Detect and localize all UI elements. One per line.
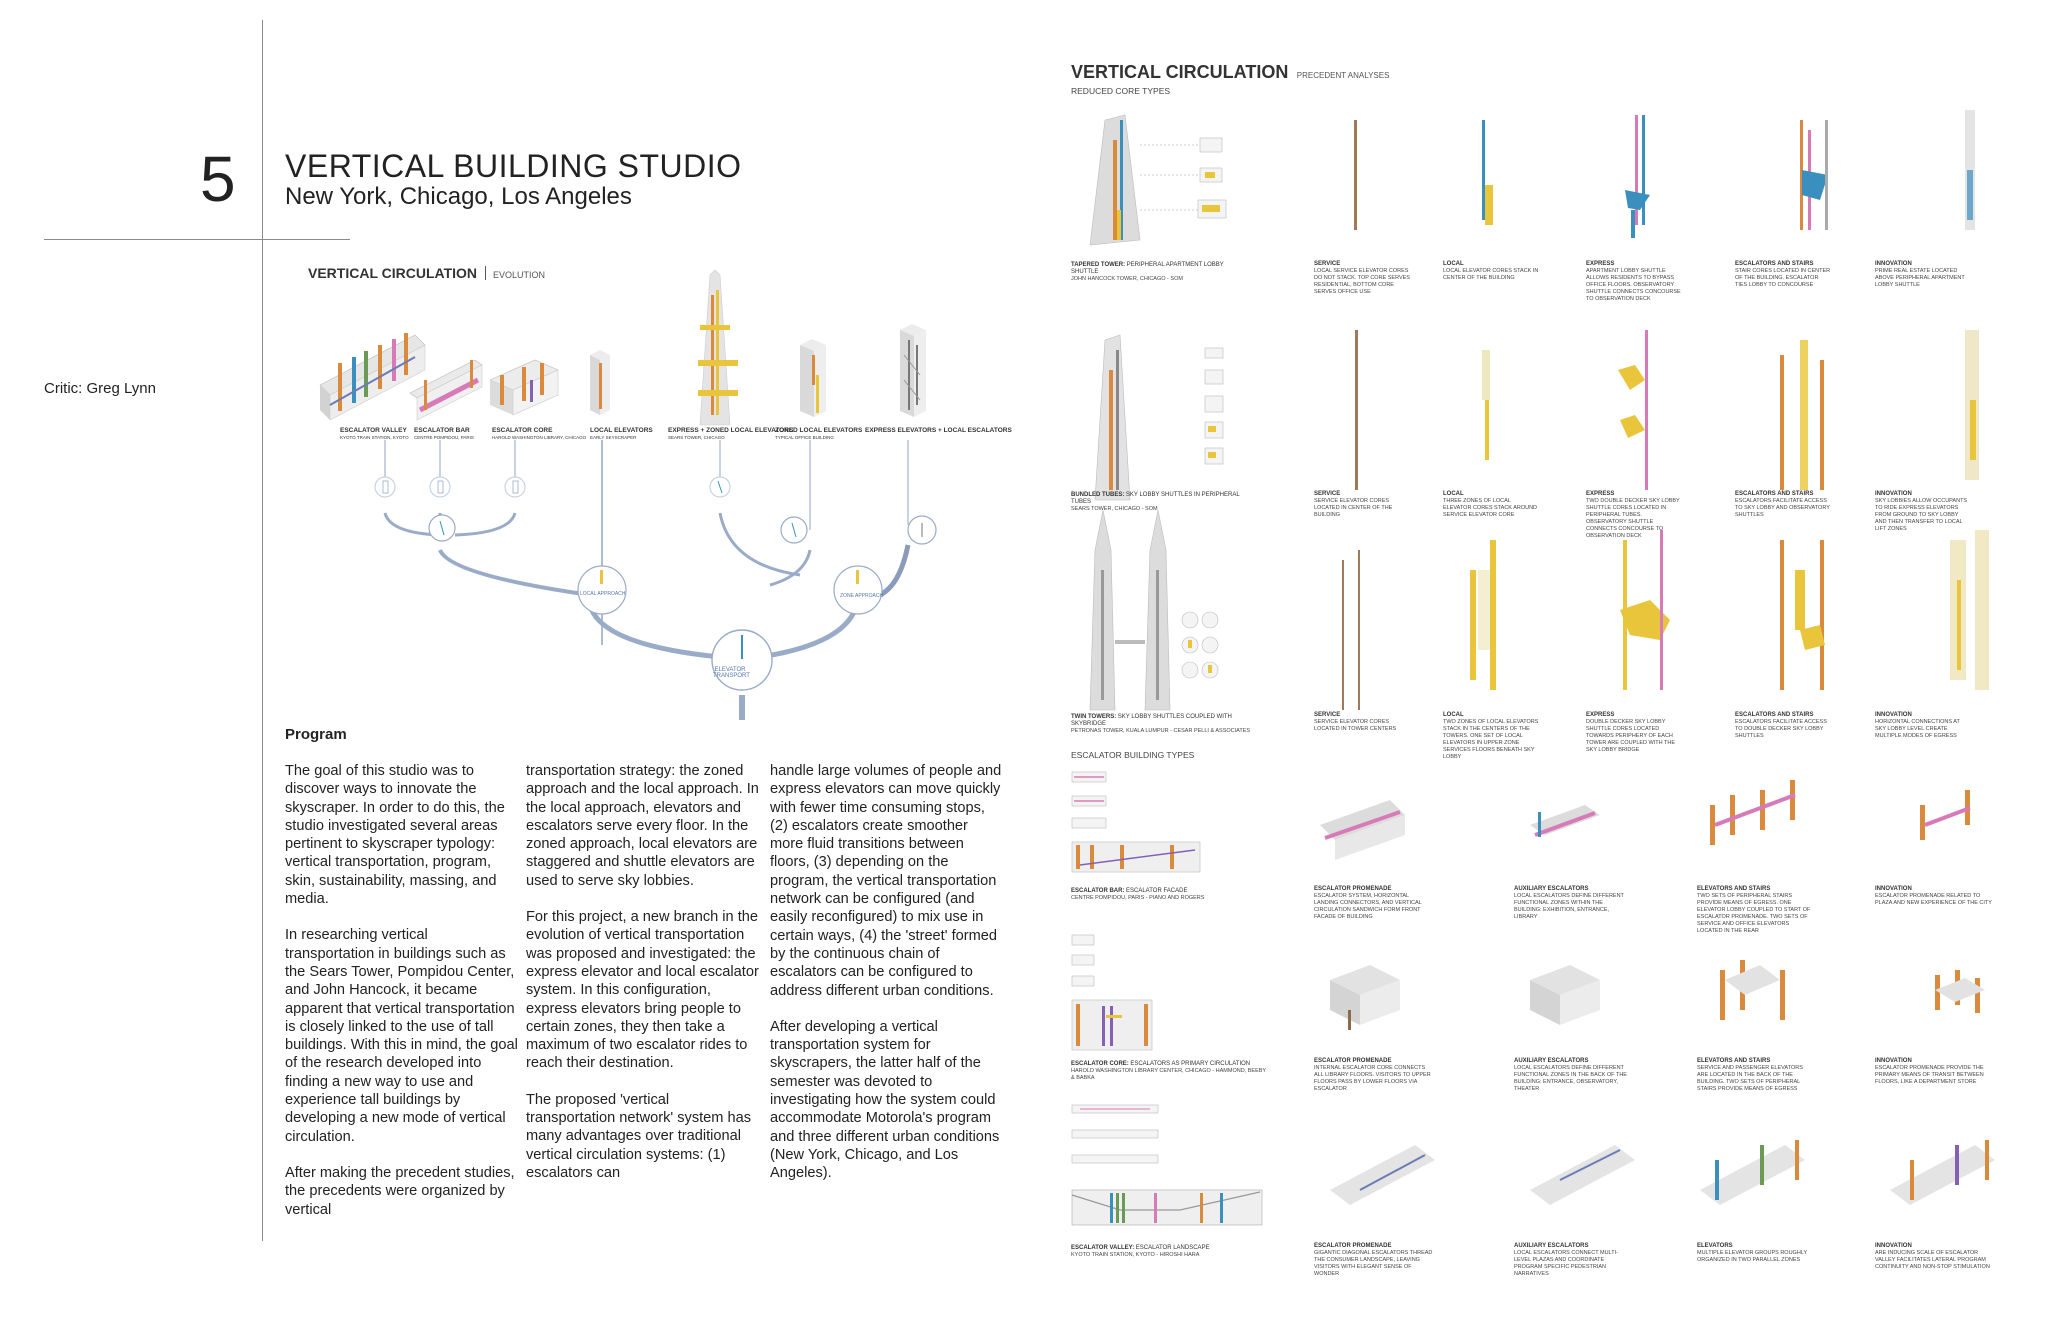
program-paragraph: After developing a vertical transportati… — [770, 1018, 1000, 1182]
node-label-zone-approach: ZONE APPROACH — [840, 593, 884, 599]
evolution-tag: EVOLUTION — [492, 270, 545, 280]
evolution-tree-diagram — [319, 269, 937, 720]
row-caption-tapered-tower: TAPERED TOWER: PERIPHERAL APARTMENT LOBB… — [1071, 262, 1224, 282]
project-number: 5 — [200, 143, 236, 215]
program-paragraph: After making the precedent studies, the … — [285, 1164, 515, 1218]
precedent-heading: VERTICAL CIRCULATION PRECEDENT ANALYSES — [1071, 62, 1389, 83]
tree-nodes — [374, 476, 937, 691]
tree-branches — [383, 440, 911, 720]
precedent-title: VERTICAL CIRCULATION — [1071, 62, 1289, 82]
program-paragraph: The proposed 'vertical transportation ne… — [526, 1091, 752, 1181]
escalator-core-illustration — [489, 359, 559, 416]
evo-label-express-local-escalators: EXPRESS ELEVATORS + LOCAL ESCALATORS — [865, 427, 1012, 434]
building-illustrations — [319, 269, 926, 426]
precedent-analysis-grid — [1071, 110, 1995, 1226]
program-column-3: handle large volumes of people and expre… — [770, 762, 1005, 1201]
bundled-tubes-row — [1094, 330, 1979, 501]
program-heading: Program — [285, 726, 347, 743]
express-local-escalators-illustration — [900, 324, 926, 417]
twin-towers-row — [1089, 509, 1989, 711]
express-zoned-illustration — [698, 269, 738, 426]
page-subtitle: New York, Chicago, Los Angeles — [285, 183, 632, 210]
precedent-tag: PRECEDENT ANALYSES — [1296, 71, 1390, 80]
program-column-2: transportation strategy: the zoned appro… — [526, 762, 761, 1200]
program-paragraph: In researching vertical transportation i… — [285, 927, 518, 1145]
row-caption-escalator-core: ESCALATOR CORE: ESCALATORS AS PRIMARY CI… — [1071, 1061, 1266, 1081]
escalator-bar-illustration — [409, 359, 483, 421]
program-paragraph: The goal of this studio was to discover … — [285, 763, 505, 908]
tapered-tower-row — [1089, 110, 1975, 246]
program-paragraph: handle large volumes of people and expre… — [770, 763, 1002, 999]
escalator-bar-row — [1071, 771, 1971, 873]
row-caption-bundled-tubes: BUNDLED TUBES: SKY LOBBY SHUTTLES IN PER… — [1071, 492, 1240, 512]
program-paragraph: transportation strategy: the zoned appro… — [526, 763, 759, 889]
node-label-local-approach: LOCAL APPROACH — [580, 591, 626, 597]
escalator-valley-illustration — [319, 333, 426, 421]
program-paragraph: For this project, a new branch in the ev… — [526, 909, 759, 1072]
program-column-1: The goal of this studio was to discover … — [285, 762, 520, 1237]
local-elevators-illustration — [590, 350, 610, 415]
escalator-core-row — [1071, 934, 1985, 1051]
header-horizontal-rule — [44, 239, 350, 240]
zoned-local-illustration — [800, 339, 826, 417]
critic-label: Critic: Greg Lynn — [44, 380, 156, 397]
escalator-building-types-label: ESCALATOR BUILDING TYPES — [1071, 750, 1195, 760]
escalator-valley-row — [1071, 1104, 1995, 1226]
evolution-title: VERTICAL CIRCULATION — [308, 265, 478, 281]
reduced-core-types-label: REDUCED CORE TYPES — [1071, 86, 1171, 96]
evolution-heading: VERTICAL CIRCULATION EVOLUTION — [308, 265, 545, 283]
page-title: VERTICAL BUILDING STUDIO — [285, 148, 742, 184]
row-caption-twin-towers: TWIN TOWERS: SKY LOBBY SHUTTLES COUPLED … — [1071, 714, 1251, 734]
left-column-rule — [262, 239, 263, 1241]
top-vertical-rule — [262, 20, 263, 239]
